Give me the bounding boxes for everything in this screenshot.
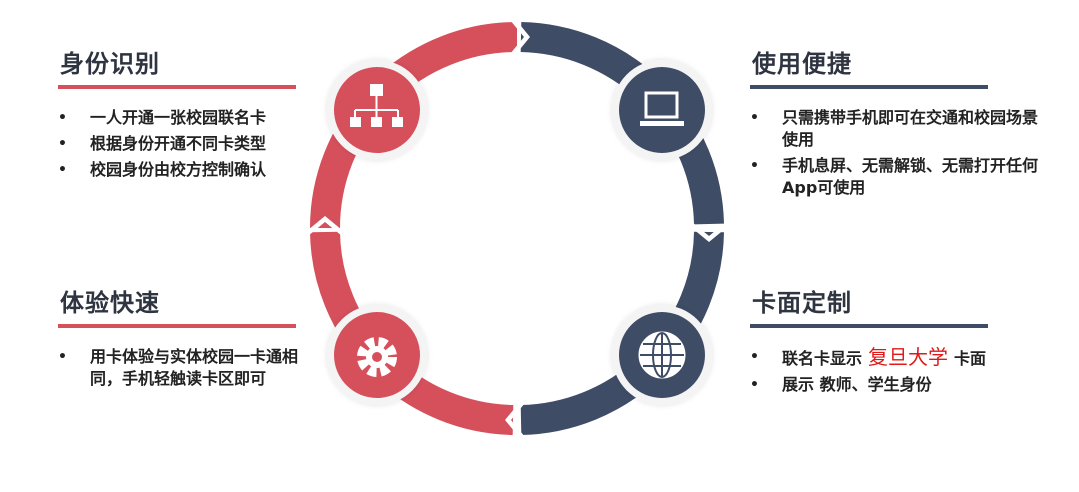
section-experience: 体验快速 用卡体验与实体校园一卡通相同，手机轻触读卡区即可 (58, 283, 308, 394)
university-name: 复旦大学 (868, 345, 949, 369)
arrow-left (308, 216, 342, 236)
list-item: 手机息屏、无需解锁、无需打开任何App可使用 (750, 155, 1040, 199)
laptop-icon (640, 91, 684, 126)
list-item: 只需携带手机即可在交通和校园场景使用 (750, 107, 1040, 151)
divider (750, 85, 988, 89)
divider (58, 324, 296, 328)
list-item: 用卡体验与实体校园一卡通相同，手机轻触读卡区即可 (58, 346, 308, 390)
list-item: 根据身份开通不同卡类型 (58, 133, 308, 155)
arrow-top (510, 20, 530, 54)
list-item: 展示 教师、学生身份 (750, 374, 1050, 396)
gear-icon (357, 337, 397, 377)
arrow-bottom (505, 403, 525, 437)
item-text: 联名卡显示 (782, 349, 863, 368)
list-item: 一人开通一张校园联名卡 (58, 107, 308, 129)
item-text: 卡面 (954, 349, 987, 368)
divider (750, 324, 988, 328)
section-identity: 身份识别 一人开通一张校园联名卡 根据身份开通不同卡类型 校园身份由校方控制确认 (58, 44, 308, 185)
org-chart-icon (350, 84, 403, 127)
divider (58, 85, 296, 89)
arrow-right (692, 222, 726, 242)
section-title: 使用便捷 (752, 50, 852, 78)
section-convenience: 使用便捷 只需携带手机即可在交通和校园场景使用 手机息屏、无需解锁、无需打开任何… (750, 44, 1050, 203)
section-title: 身份识别 (60, 50, 160, 78)
section-title: 卡面定制 (752, 289, 852, 317)
section-title: 体验快速 (60, 289, 160, 317)
globe-icon (638, 331, 686, 379)
list-item: 校园身份由校方控制确认 (58, 159, 308, 181)
